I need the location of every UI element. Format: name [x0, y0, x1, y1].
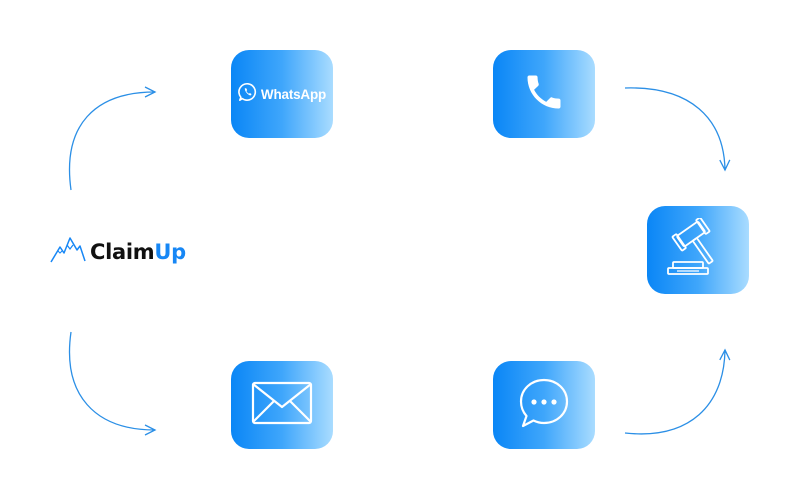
- mountain-logo-icon: [50, 234, 86, 269]
- claimup-logo: ClaimUp: [50, 234, 186, 269]
- arrow-claimup-to-email: [69, 331, 157, 436]
- brand-name: ClaimUp: [90, 240, 186, 264]
- chat-bubble-icon: [517, 376, 571, 435]
- gavel-tile: [647, 206, 749, 294]
- whatsapp-icon: [238, 82, 258, 107]
- chat-tile: [493, 361, 595, 449]
- whatsapp-tile: WhatsApp: [231, 50, 333, 138]
- gavel-icon: [665, 216, 731, 283]
- arrow-phone-to-gavel: [624, 87, 731, 172]
- brand-name-up: Up: [154, 239, 186, 264]
- arrow-claimup-to-whatsapp: [69, 86, 157, 191]
- whatsapp-label: WhatsApp: [260, 86, 327, 102]
- phone-icon: [522, 70, 566, 119]
- arrow-chat-to-gavel: [624, 348, 731, 435]
- phone-tile: [493, 50, 595, 138]
- brand-name-claim: Claim: [90, 239, 155, 264]
- email-tile: [231, 361, 333, 449]
- envelope-icon: [251, 380, 313, 431]
